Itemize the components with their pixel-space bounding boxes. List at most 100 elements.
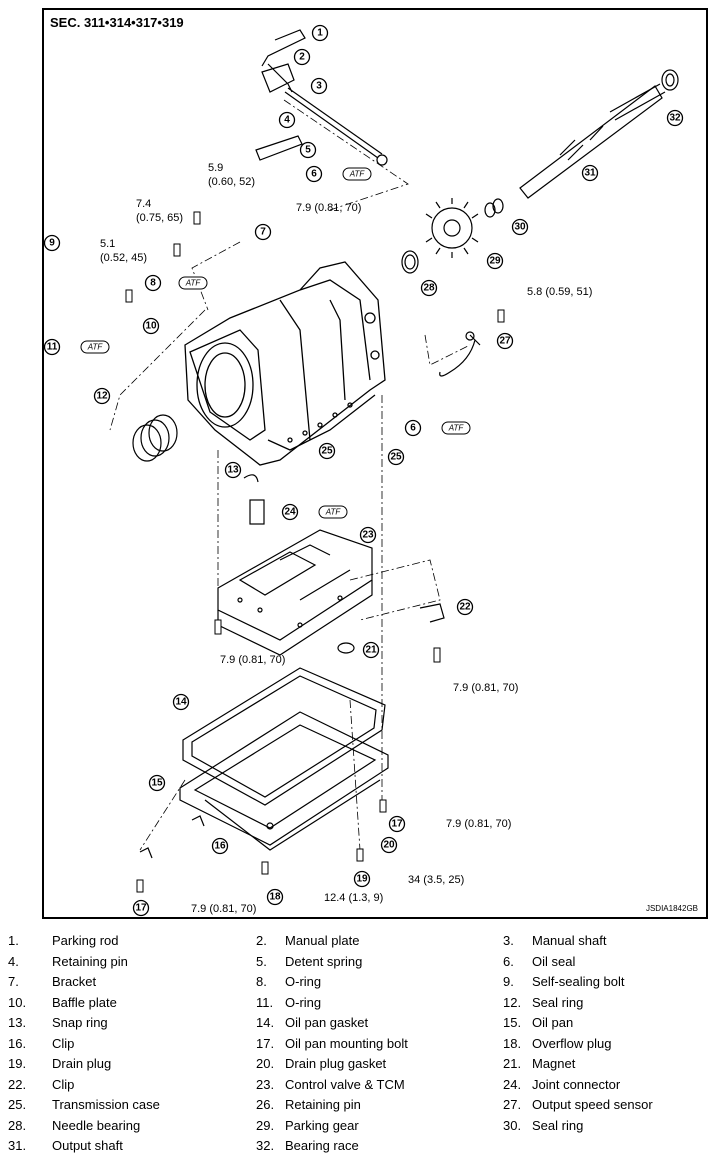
legend-number: 25. xyxy=(8,1097,27,1112)
torque-value: 7.9 (0.81, 70) xyxy=(191,903,256,915)
legend-part-name: Oil pan xyxy=(532,1015,574,1030)
legend-part-name: Magnet xyxy=(532,1056,576,1071)
legend-part-name: Seal ring xyxy=(532,994,584,1010)
callout-17: 17 xyxy=(388,815,406,833)
svg-text:4: 4 xyxy=(284,115,290,126)
svg-text:30: 30 xyxy=(514,222,526,233)
callout-24: 24 xyxy=(281,503,299,521)
torque-value: 5.8 (0.59, 51) xyxy=(527,286,592,298)
legend-part-name: Output speed sensor xyxy=(532,1097,653,1112)
svg-text:24: 24 xyxy=(284,507,296,518)
callout-17: 17 xyxy=(132,899,150,917)
diagram-frame: SEC. 311•314•317•319 JSDIA1842GB xyxy=(42,8,708,919)
svg-text:ATF: ATF xyxy=(87,343,104,352)
torque-value: 7.9 (0.81, 70) xyxy=(296,202,361,214)
svg-text:15: 15 xyxy=(151,778,163,789)
callout-25: 25 xyxy=(318,442,336,460)
legend-number: 27. xyxy=(503,1097,522,1112)
legend-number: 15. xyxy=(503,1015,522,1030)
svg-text:8: 8 xyxy=(150,278,156,289)
svg-text:17: 17 xyxy=(391,819,403,830)
svg-text:14: 14 xyxy=(175,697,187,708)
atf-label: ATF xyxy=(342,167,372,181)
output-speed-sensor xyxy=(439,331,481,377)
svg-text:12: 12 xyxy=(96,391,108,402)
atf-label: ATF xyxy=(441,421,471,435)
bolts xyxy=(125,211,505,893)
callout-1: 1 xyxy=(311,24,329,42)
legend-part-name: Clip xyxy=(52,1076,75,1092)
callouts: 1234567891011121314151617171819202122232… xyxy=(43,24,684,917)
svg-text:20: 20 xyxy=(383,840,395,851)
clip-22 xyxy=(419,603,445,623)
oil-pan xyxy=(179,711,389,851)
legend-part-name: Retaining pin xyxy=(52,953,128,969)
leader-lines xyxy=(109,99,471,851)
callout-6: 6 xyxy=(404,419,422,437)
magnet xyxy=(337,642,355,654)
clips-16 xyxy=(139,815,205,859)
svg-text:11: 11 xyxy=(47,342,58,353)
detent-spring xyxy=(255,135,303,161)
legend-number: 26. xyxy=(256,1097,275,1112)
legend-number: 16. xyxy=(8,1035,27,1051)
legend-number: 30. xyxy=(503,1117,522,1133)
torque-value: 5.9 xyxy=(208,162,223,174)
legend-number: 12. xyxy=(503,994,522,1010)
callout-10: 10 xyxy=(142,317,160,335)
legend-part-name: Oil pan gasket xyxy=(285,1015,369,1030)
callout-16: 16 xyxy=(211,837,229,855)
callout-5: 5 xyxy=(299,141,317,159)
legend-number: 20. xyxy=(256,1056,275,1071)
svg-text:3: 3 xyxy=(316,81,322,92)
torque-value: 7.9 (0.81, 70) xyxy=(446,818,511,830)
torque-value: 12.4 (1.3, 9) xyxy=(324,892,383,904)
legend-number: 4. xyxy=(8,953,19,969)
legend-part-name: Self-sealing bolt xyxy=(532,974,625,989)
torque-value: (0.75, 65) xyxy=(136,212,183,224)
legend-part-name: Retaining pin xyxy=(285,1097,361,1112)
legend-part-name: Manual shaft xyxy=(532,933,607,948)
callout-30: 30 xyxy=(511,218,529,236)
section-title: SEC. 311•314•317•319 xyxy=(50,15,184,30)
legend-number: 13. xyxy=(8,1015,27,1030)
legend-part-name: O-ring xyxy=(285,994,322,1010)
callout-25: 25 xyxy=(387,448,405,466)
svg-text:5: 5 xyxy=(305,145,311,156)
torque-value: 7.9 (0.81, 70) xyxy=(220,654,285,666)
legend-part-name: Clip xyxy=(52,1035,75,1051)
svg-text:ATF: ATF xyxy=(448,424,465,433)
legend-number: 3. xyxy=(503,933,514,948)
svg-text:19: 19 xyxy=(356,874,368,885)
callout-20: 20 xyxy=(380,836,398,854)
atf-label: ATF xyxy=(80,340,110,354)
svg-text:6: 6 xyxy=(311,169,317,180)
legend-part-name: Drain plug gasket xyxy=(285,1056,387,1071)
svg-text:6: 6 xyxy=(410,423,416,434)
figure-code: JSDIA1842GB xyxy=(645,904,698,913)
legend-part-name: O-ring xyxy=(285,974,322,989)
legend-part-name: Seal ring xyxy=(532,1117,584,1133)
legend-part-name: Overflow plug xyxy=(532,1035,612,1051)
legend-number: 7. xyxy=(8,974,19,989)
callout-8: 8 xyxy=(144,274,162,292)
legend-number: 22. xyxy=(8,1076,27,1092)
svg-text:29: 29 xyxy=(489,256,501,267)
svg-text:1: 1 xyxy=(317,28,323,39)
legend-number: 23. xyxy=(256,1076,275,1092)
output-shaft xyxy=(519,69,679,199)
legend-number: 1. xyxy=(8,933,19,948)
svg-text:ATF: ATF xyxy=(349,170,366,179)
callout-11: 11 xyxy=(43,338,61,356)
callout-6: 6 xyxy=(305,165,323,183)
callout-18: 18 xyxy=(266,888,284,906)
svg-text:18: 18 xyxy=(269,892,281,903)
svg-text:23: 23 xyxy=(362,530,374,541)
legend-number: 18. xyxy=(503,1035,522,1051)
